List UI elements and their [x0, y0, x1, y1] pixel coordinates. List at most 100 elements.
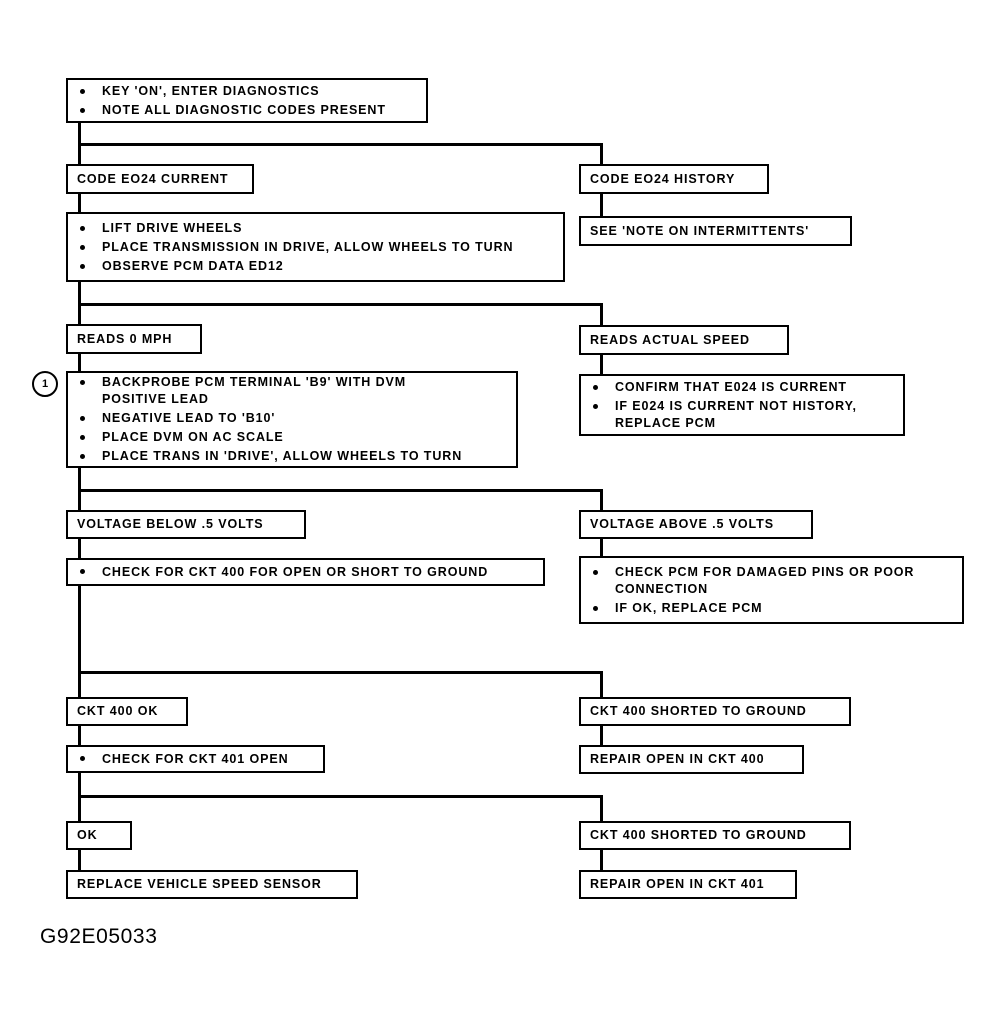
bullet-item: OBSERVE PCM DATA ED12 [77, 257, 554, 276]
bullet-item: BACKPROBE PCM TERMINAL 'B9' WITH DVM POS… [77, 373, 507, 409]
node-label: VOLTAGE ABOVE .5 VOLTS [590, 517, 774, 531]
connector-code-history-down [600, 192, 603, 216]
bullet-text: CONFIRM THAT E024 IS CURRENT [615, 379, 847, 394]
bullet-item: CHECK FOR CKT 400 FOR OPEN OR SHORT TO G… [77, 563, 534, 582]
connector-ckt400-shorted-b-down [600, 850, 603, 870]
bullet-dot-icon [593, 384, 598, 390]
node-ckt400-shorted-a: CKT 400 SHORTED TO GROUND [579, 697, 851, 726]
bullet-text: IF OK, REPLACE PCM [615, 600, 763, 615]
bullet-dot-icon [593, 403, 598, 409]
connector-to-ckt400-shorted-a [600, 671, 603, 697]
connector-ckt400-ok-down [78, 726, 81, 746]
bullet-text: PLACE TRANS IN 'DRIVE', ALLOW WHEELS TO … [102, 449, 463, 463]
bullet-text: NEGATIVE LEAD TO 'B10' [102, 411, 276, 425]
connector-to-code-history [600, 143, 603, 167]
bullet-text: IF E024 IS CURRENT NOT HISTORY, REPLACE … [615, 398, 857, 430]
bullet-dot-icon [80, 88, 85, 94]
connector-split-bar-5 [78, 795, 603, 798]
bullet-dot-icon [80, 416, 85, 421]
connector-check-ckt401-down [78, 772, 81, 796]
connector-reads-actual-down [600, 353, 603, 375]
node-ok: OK [66, 821, 132, 850]
node-label: CODE EO24 HISTORY [590, 171, 736, 186]
node-label: READS ACTUAL SPEED [590, 332, 750, 347]
node-label: CODE EO24 CURRENT [77, 171, 229, 186]
node-repair-open-400: REPAIR OPEN IN CKT 400 [579, 745, 804, 774]
node-code-history: CODE EO24 HISTORY [579, 164, 769, 194]
node-label: REPAIR OPEN IN CKT 400 [590, 752, 765, 766]
node-voltage-above: VOLTAGE ABOVE .5 VOLTS [579, 510, 813, 539]
bullet-text: OBSERVE PCM DATA ED12 [102, 258, 284, 273]
node-label: CKT 400 OK [77, 704, 159, 718]
figure-caption: G92E05033 [40, 925, 158, 948]
bullet-item: IF E024 IS CURRENT NOT HISTORY, REPLACE … [590, 397, 894, 433]
bullet-item: PLACE DVM ON AC SCALE [77, 428, 507, 447]
bullet-dot-icon [593, 605, 598, 611]
connector-split-bar-4 [78, 671, 603, 674]
connector-start-down [78, 122, 81, 146]
node-replace-vss: REPLACE VEHICLE SPEED SENSOR [66, 870, 358, 899]
bullet-item: NOTE ALL DIAGNOSTIC CODES PRESENT [77, 101, 417, 120]
bullet-dot-icon [80, 380, 85, 385]
connector-split-bar-3 [78, 489, 603, 492]
bullet-dot-icon [80, 454, 85, 459]
connector-split-bar-1 [78, 143, 603, 146]
bullet-item: CHECK PCM FOR DAMAGED PINS OR POOR CONNE… [590, 563, 953, 599]
connector-to-voltage-above [600, 489, 603, 513]
node-repair-open-401: REPAIR OPEN IN CKT 401 [579, 870, 797, 899]
bullet-dot-icon [80, 263, 85, 269]
connector-ok-down [78, 850, 81, 870]
node-reads-actual: READS ACTUAL SPEED [579, 325, 789, 355]
bullet-text: KEY 'ON', ENTER DIAGNOSTICS [102, 83, 320, 98]
bullet-item: PLACE TRANS IN 'DRIVE', ALLOW WHEELS TO … [77, 447, 507, 466]
bullet-item: CHECK FOR CKT 401 OPEN [77, 750, 314, 769]
connector-to-code-current [78, 143, 81, 167]
node-label: SEE 'NOTE ON INTERMITTENTS' [590, 223, 810, 238]
node-label: CKT 400 SHORTED TO GROUND [590, 828, 807, 842]
connector-to-reads-zero [78, 303, 81, 327]
bullet-dot-icon [593, 569, 598, 575]
connector-to-reads-actual [600, 303, 603, 327]
node-label: READS 0 MPH [77, 331, 173, 346]
connector-to-ok [78, 795, 81, 821]
node-lift-wheels: LIFT DRIVE WHEELS PLACE TRANSMISSION IN … [66, 212, 565, 282]
connector-voltage-below-down [78, 538, 81, 560]
bullet-text: CHECK PCM FOR DAMAGED PINS OR POOR CONNE… [615, 564, 915, 596]
bullet-dot-icon [80, 755, 85, 761]
bullet-item: LIFT DRIVE WHEELS [77, 219, 554, 238]
node-voltage-below: VOLTAGE BELOW .5 VOLTS [66, 510, 306, 539]
bullet-dot-icon [80, 107, 85, 113]
bullet-text: CHECK FOR CKT 401 OPEN [102, 751, 289, 766]
connector-to-ckt400-shorted-b [600, 795, 603, 821]
bullet-text: LIFT DRIVE WHEELS [102, 220, 243, 235]
bullet-dot-icon [80, 225, 85, 231]
node-label: VOLTAGE BELOW .5 VOLTS [77, 517, 264, 531]
bullet-dot-icon [80, 244, 85, 250]
node-label: OK [77, 828, 98, 842]
node-reads-zero: READS 0 MPH [66, 324, 202, 354]
connector-to-ckt400-ok [78, 671, 81, 697]
bullet-text: NOTE ALL DIAGNOSTIC CODES PRESENT [102, 102, 386, 117]
bullet-dot-icon [80, 568, 85, 574]
bullet-item: KEY 'ON', ENTER DIAGNOSTICS [77, 82, 417, 101]
node-code-current: CODE EO24 CURRENT [66, 164, 254, 194]
node-check-ckt400: CHECK FOR CKT 400 FOR OPEN OR SHORT TO G… [66, 558, 545, 586]
bullet-dot-icon [80, 435, 85, 440]
node-start: KEY 'ON', ENTER DIAGNOSTICS NOTE ALL DIA… [66, 78, 428, 123]
node-check-pcm-pins: CHECK PCM FOR DAMAGED PINS OR POOR CONNE… [579, 556, 964, 624]
connector-backprobe-down [78, 468, 81, 492]
connector-ckt400-shorted-a-down [600, 726, 603, 746]
note-marker-label: 1 [41, 378, 49, 390]
bullet-text: BACKPROBE PCM TERMINAL 'B9' WITH DVM POS… [102, 375, 407, 406]
node-ckt400-shorted-b: CKT 400 SHORTED TO GROUND [579, 821, 851, 850]
node-backprobe: BACKPROBE PCM TERMINAL 'B9' WITH DVM POS… [66, 371, 518, 468]
connector-split-bar-2 [78, 303, 603, 306]
connector-to-voltage-below [78, 489, 81, 513]
connector-voltage-above-down [600, 538, 603, 558]
connector-code-current-down [78, 192, 81, 214]
connector-reads-zero-down [78, 352, 81, 374]
bullet-text: PLACE TRANSMISSION IN DRIVE, ALLOW WHEEL… [102, 239, 514, 254]
connector-lift-wheels-down [78, 282, 81, 306]
connector-check-ckt400-down [78, 584, 81, 674]
